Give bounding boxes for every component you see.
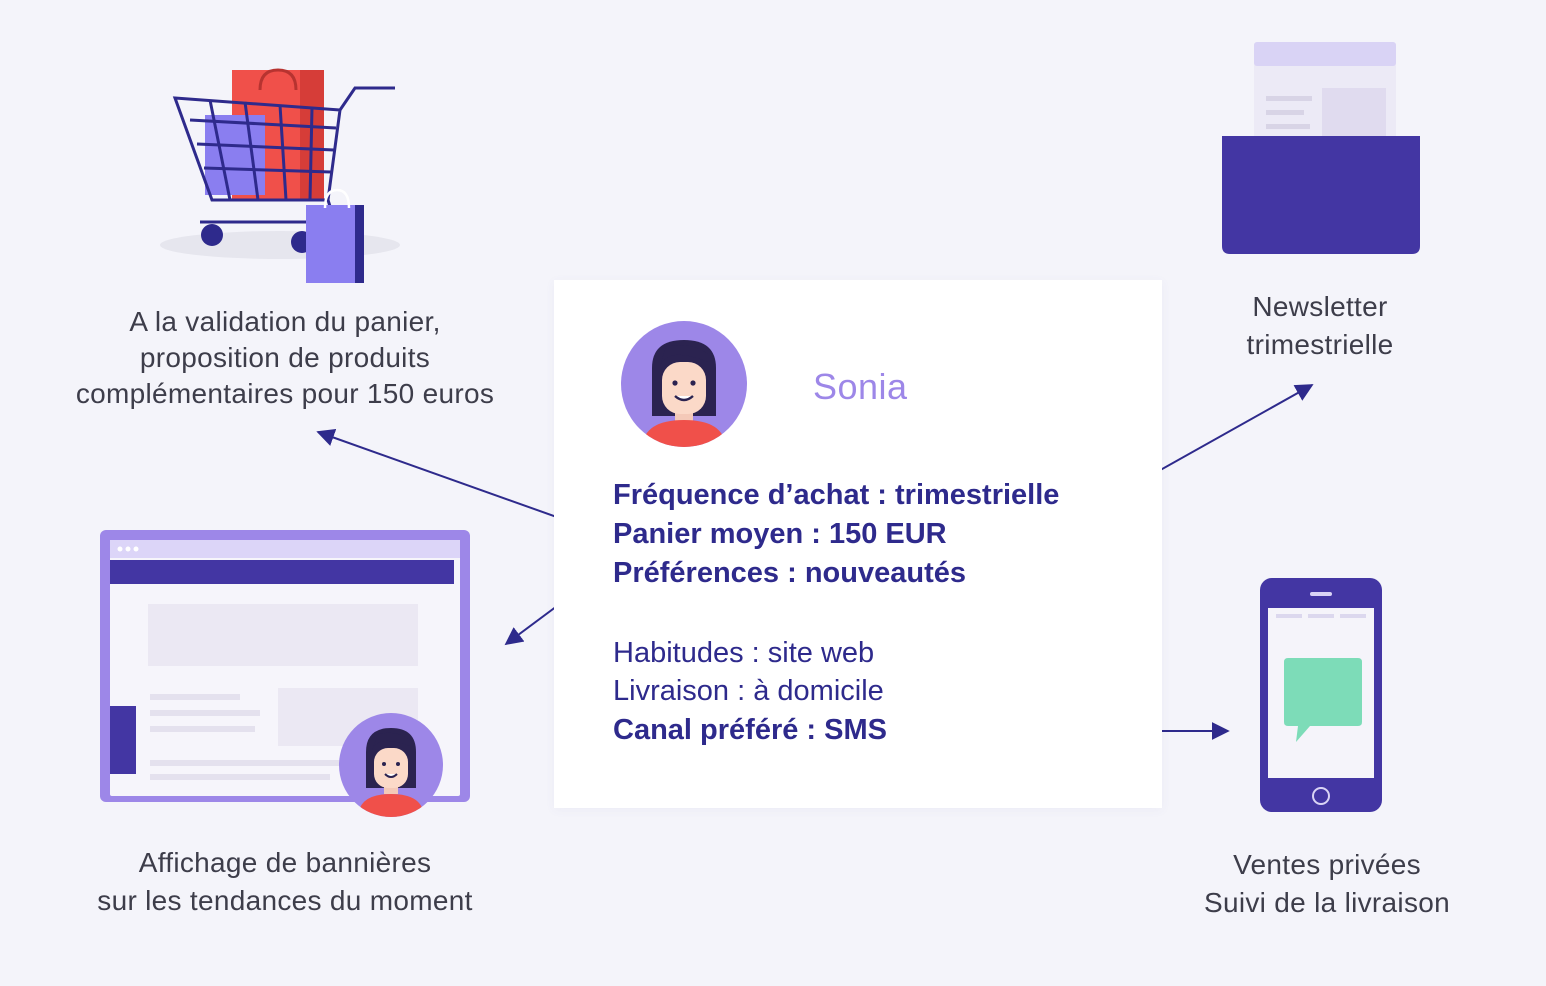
banners-caption: Affichage de bannières sur les tendances…: [50, 844, 520, 920]
shopping-cart-icon: [160, 68, 400, 283]
sms-caption: Ventes privées Suivi de la livraison: [1170, 846, 1484, 922]
habits: Habitudes : site web: [613, 637, 875, 669]
sms-caption-line-1: Ventes privées: [1233, 849, 1421, 880]
persona-card: Sonia Fréquence d’achat : trimestrielle …: [554, 280, 1162, 808]
banners-caption-line-2: sur les tendances du moment: [97, 885, 473, 916]
preferences: Préférences : nouveautés: [613, 557, 966, 589]
preferred-channel: Canal préféré : SMS: [613, 714, 887, 746]
cart-caption-line-1: A la validation du panier,: [129, 306, 441, 337]
cart-caption-line-2: proposition de produits: [139, 342, 431, 373]
banners-caption-line-1: Affichage de bannières: [138, 847, 432, 878]
persona-avatar-small: [339, 713, 443, 817]
persona-avatar: [621, 321, 747, 447]
purchase-frequency: Fréquence d’achat : trimestrielle: [613, 479, 1060, 511]
smartphone-message-icon: [1260, 578, 1382, 812]
cart-caption: A la validation du panier, proposition d…: [30, 304, 540, 412]
delivery: Livraison : à domicile: [613, 675, 884, 707]
newsletter-caption-line-1: Newsletter: [1252, 291, 1388, 322]
newsletter-caption-line-2: trimestrielle: [1246, 329, 1394, 360]
sms-caption-line-2: Suivi de la livraison: [1204, 887, 1450, 918]
persona-name: Sonia: [813, 366, 908, 407]
average-basket: Panier moyen : 150 EUR: [613, 518, 947, 550]
newsletter-caption: Newsletter trimestrielle: [1180, 288, 1460, 364]
arrow-to-cart: [316, 428, 597, 532]
cart-caption-line-3: complémentaires pour 150 euros: [75, 378, 495, 409]
newsletter-envelope-icon: [1222, 42, 1420, 254]
